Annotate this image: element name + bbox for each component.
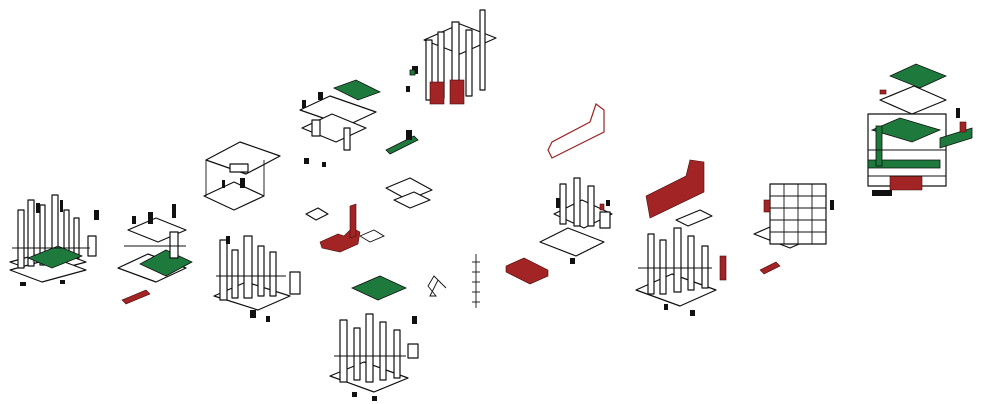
small-plates bbox=[305, 177, 433, 243]
tower-cluster-7 bbox=[753, 183, 834, 275]
tower-cluster-2 bbox=[213, 235, 301, 322]
tower-cluster-3 bbox=[406, 9, 497, 105]
squiggle bbox=[427, 275, 447, 297]
tower-cluster-1 bbox=[9, 194, 99, 286]
red-solid-wall bbox=[645, 159, 705, 219]
red-stair-wall bbox=[319, 203, 361, 253]
final-assembly bbox=[867, 63, 973, 196]
floating-block-1 bbox=[351, 275, 407, 301]
red-outline-wall bbox=[547, 103, 605, 159]
exploded-slabs-1 bbox=[117, 204, 193, 283]
green-slab-stack bbox=[299, 79, 382, 167]
red-floor-plate bbox=[505, 257, 549, 285]
green-floating-slab bbox=[385, 130, 419, 155]
open-frame-1 bbox=[203, 141, 281, 211]
vertical-ladder bbox=[472, 254, 480, 308]
tower-cluster-5 bbox=[539, 177, 613, 264]
tower-cluster-4 bbox=[329, 313, 419, 401]
tower-cluster-6 bbox=[635, 209, 727, 316]
red-bar-1 bbox=[121, 289, 151, 305]
